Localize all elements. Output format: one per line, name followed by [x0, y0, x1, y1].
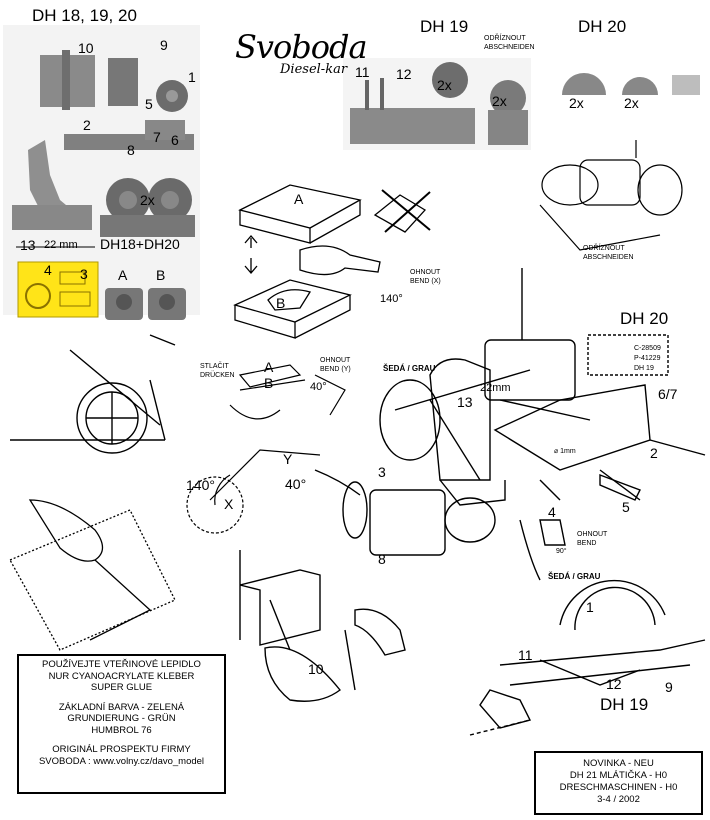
- header-right: DH 20: [578, 17, 627, 36]
- block-b-label: B: [156, 267, 166, 283]
- wheels-2x-label: 2x: [140, 192, 155, 208]
- glue-hand-drawing: [9, 499, 176, 651]
- main-13-label: 13: [457, 394, 473, 410]
- dh18-dh20-label: DH18+DH20: [100, 236, 180, 252]
- part-2-label: 2: [83, 117, 91, 133]
- cab-10-label: 10: [308, 661, 324, 677]
- part-9-label: 9: [160, 37, 168, 53]
- tractor-9-label: 9: [665, 679, 673, 695]
- header-left: DH 18, 19, 20: [32, 6, 137, 25]
- main-22mm-label: 22mm: [480, 382, 511, 394]
- main-5-label: 5: [622, 499, 630, 515]
- angle-140-label: 140°: [380, 293, 403, 305]
- step-ab-plates: [233, 184, 431, 339]
- part-6-label: 6: [171, 132, 179, 148]
- main-2-label: 2: [650, 445, 658, 461]
- photo-dh20-parts: [562, 73, 700, 95]
- photo-dh19-parts: [343, 58, 531, 150]
- part-12-label: 12: [396, 66, 412, 82]
- main-assembly-drawing: [314, 268, 706, 581]
- etch-3-label: 3: [80, 266, 88, 282]
- press-40-label: 40°: [310, 381, 327, 393]
- grey-color-note: ŠEDÁ / GRAU: [383, 364, 436, 373]
- photo-parts-kit: [3, 25, 200, 320]
- dh20-2x-c: 2x: [569, 95, 584, 111]
- dh20-engine-drawing: [539, 140, 683, 251]
- plate-a-label: A: [294, 191, 304, 207]
- grey-color-note-2: ŠEDÁ / GRAU: [548, 572, 601, 581]
- header-dh19-bottom: DH 19: [600, 695, 649, 714]
- dh20-2x-d: 2x: [624, 95, 639, 111]
- angle-90-label: 90°: [556, 548, 567, 555]
- dh19-2x-a: 2x: [437, 77, 452, 93]
- news-info: NOVINKA - NEU DH 21 MLÁTIČKA - H0 DRESCH…: [559, 758, 678, 805]
- part-8-label: 8: [127, 142, 135, 158]
- brand-tagline: Diesel-kar: [280, 62, 348, 77]
- angle-40-big: 40°: [285, 476, 307, 492]
- cab-block-step: [239, 550, 406, 702]
- wheel-detail-drawing: [10, 334, 176, 454]
- etch-4-label: 4: [44, 262, 52, 278]
- scale-22mm: 22 mm: [44, 239, 78, 251]
- angle-y-label: Y: [283, 451, 293, 467]
- main-8-label: 8: [378, 551, 386, 567]
- plate-b-label: B: [276, 295, 286, 311]
- main-4-label: 4: [548, 504, 556, 520]
- tractor-12-label: 12: [606, 676, 622, 692]
- tractor-1-label: 1: [586, 599, 594, 615]
- tractor-detail-drawing: [469, 579, 706, 736]
- part-5-label: 5: [145, 96, 153, 112]
- angle-x-label: X: [224, 496, 234, 512]
- part-13-label: 13: [20, 237, 36, 253]
- main-3-label: 3: [378, 464, 386, 480]
- press-b-label: B: [264, 375, 274, 391]
- header-mid: DH 19: [420, 17, 469, 36]
- press-bend-step: [229, 364, 346, 420]
- block-a-label: A: [118, 267, 128, 283]
- press-a-label: A: [264, 359, 274, 375]
- glue-paint-info: POUŽÍVEJTE VTEŘINOVÉ LEPIDLO NUR CYANOAC…: [38, 659, 205, 767]
- tractor-11-label: 11: [518, 647, 533, 663]
- header-dh20-small: DH 20: [620, 309, 669, 328]
- brand-logo: Svoboda: [235, 28, 368, 66]
- main-67-label: 6/7: [658, 386, 678, 402]
- dh19-2x-b: 2x: [492, 93, 507, 109]
- part-11-label: 11: [355, 64, 370, 80]
- part-7-label: 7: [153, 129, 161, 145]
- angle-diagram: [186, 449, 321, 534]
- part-1-label: 1: [188, 69, 196, 85]
- diameter-note: ⌀ 1mm: [554, 448, 576, 455]
- angle-140-big: 140°: [186, 477, 215, 493]
- part-10-label: 10: [78, 40, 94, 56]
